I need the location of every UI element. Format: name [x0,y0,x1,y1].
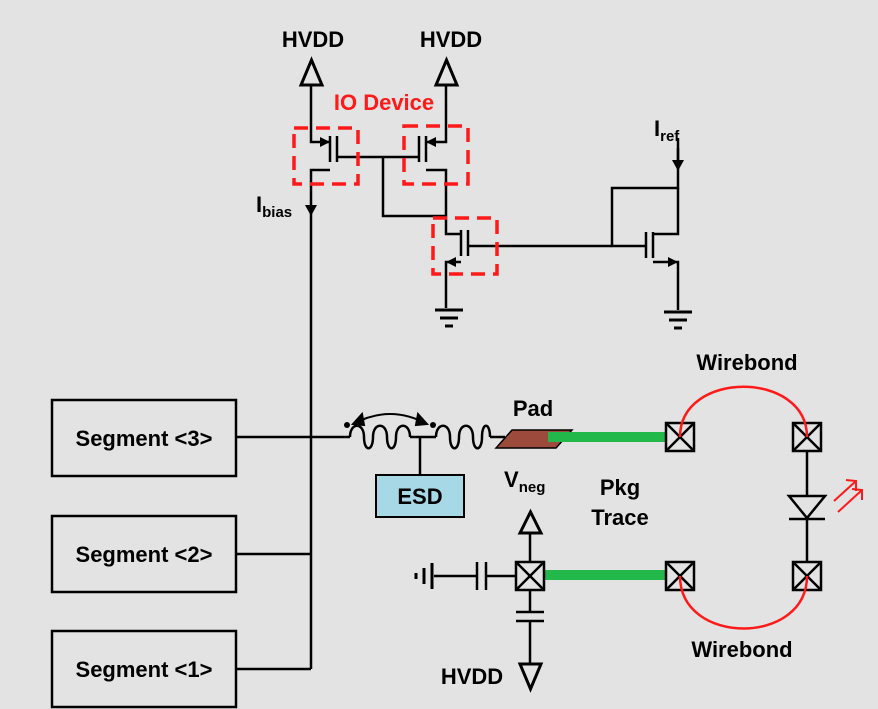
pad-label: Pad [513,396,553,421]
iref-label: Iref [654,116,680,145]
ground-icon [414,563,434,589]
ibias-label: Ibias [256,192,292,221]
vneg-label: Vneg [504,467,545,496]
esd-block: ESD [375,474,465,518]
io-device-highlights [292,124,499,276]
esd-label: ESD [397,484,442,509]
hvdd-bottom-label: HVDD [441,664,503,689]
hvdd-right-label: HVDD [420,27,482,52]
pkg-trace-bottom [545,570,666,580]
segment-wires [236,435,350,671]
segment-label: Segment <1> [76,657,213,682]
hvdd-left-label: HVDD [282,27,344,52]
dot-marker [430,422,436,428]
pkg-trace-top [548,432,668,442]
segment-box: Segment <1> [50,629,238,709]
segment-label: Segment <2> [76,542,213,567]
ground-icon [435,308,463,328]
hvdd-bottom-arrow [517,662,544,693]
hvdd-right-arrow [433,56,460,87]
coupling-arrow [350,411,430,427]
dot-marker [344,422,350,428]
led-icon [786,451,828,562]
bottom-wires [434,533,544,664]
wirebond-top [678,385,809,438]
inductor-icon [348,424,505,475]
ground-icon [664,310,692,330]
wirebond-bottom-label: Wirebond [691,637,792,662]
io-device-label: IO Device [334,90,434,115]
light-emission-arrows [833,479,863,513]
segment-box: Segment <2> [50,514,238,594]
segment-box: Segment <3> [50,398,238,478]
bias-wires [309,85,680,669]
wirebond-bottom [678,575,809,630]
segment-label: Segment <3> [76,426,213,451]
wirebond-top-label: Wirebond [696,350,797,375]
vneg-arrow [517,508,544,535]
hvdd-left-arrow [298,56,325,87]
bond-pads [514,421,823,592]
